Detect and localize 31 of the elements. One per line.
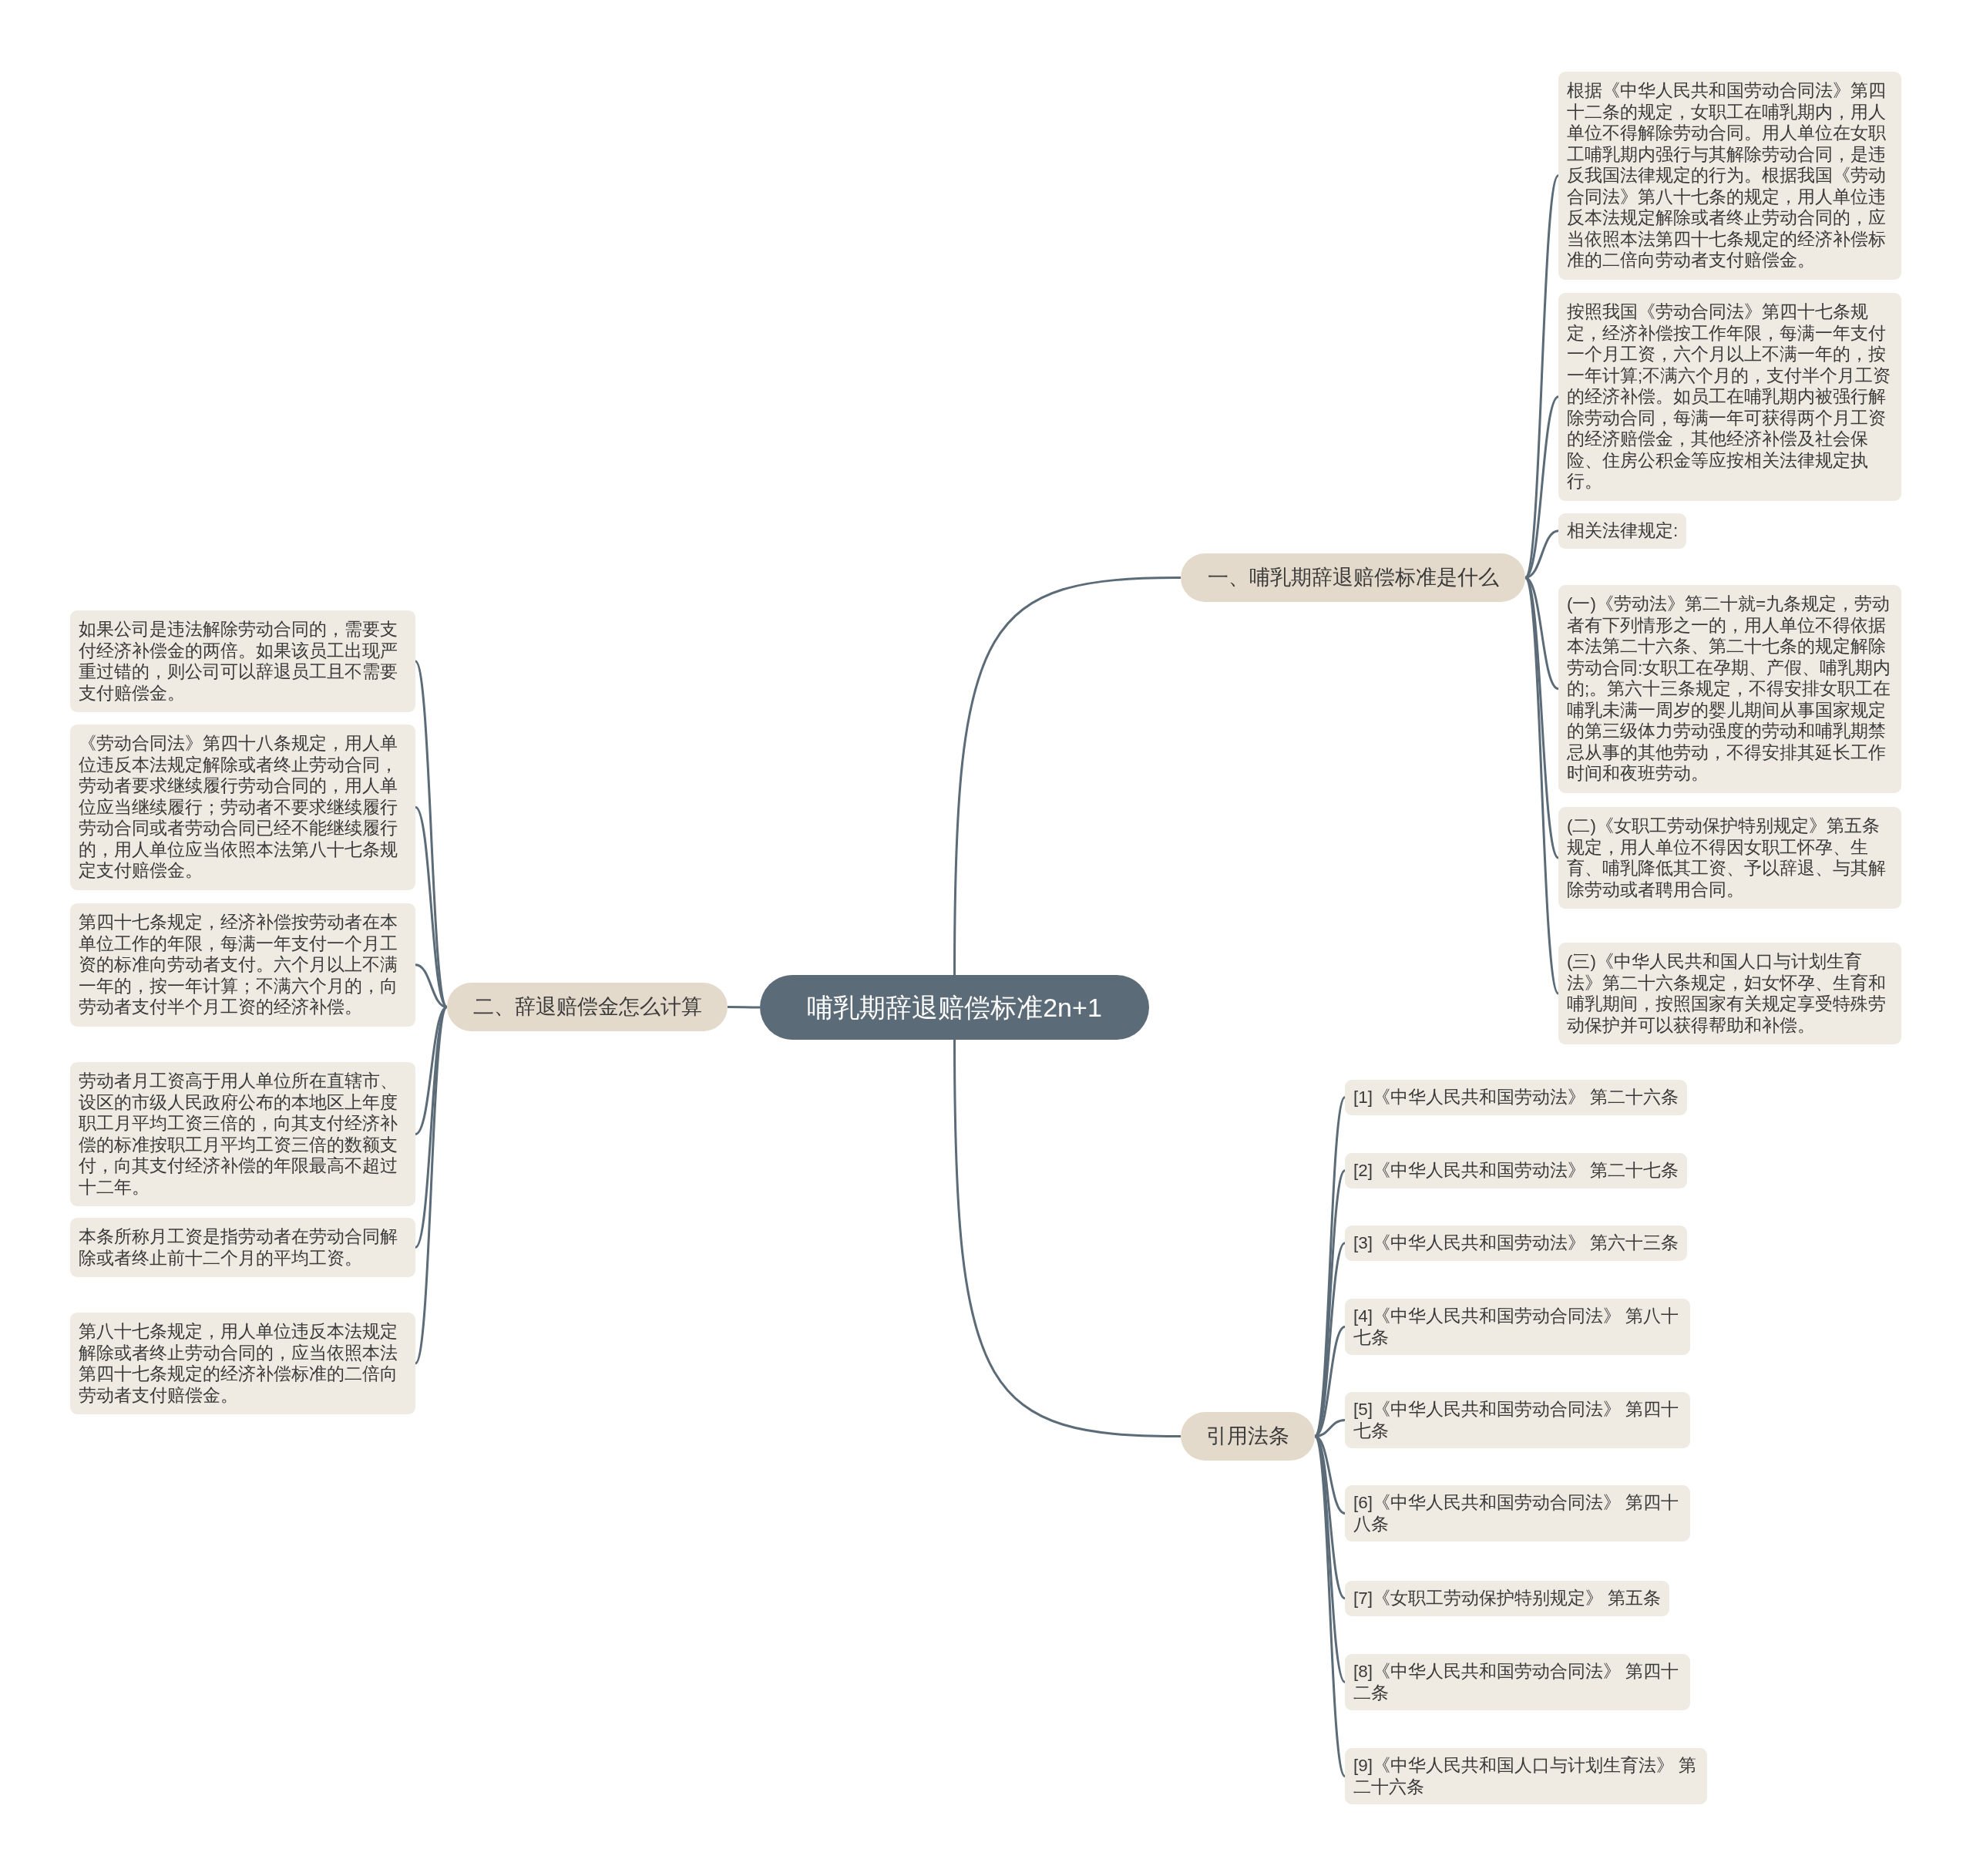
note-box: (三)《中华人民共和国人口与计划生育法》第二十六条规定，妇女怀孕、生育和哺乳期间，按照国家有关规定享受特殊劳动保护并可以获得帮助和补偿。: [1558, 943, 1901, 1044]
branch-topic: 引用法条: [1181, 1412, 1315, 1461]
connector: [414, 806, 449, 1008]
reference-box: [2]《中华人民共和国劳动法》 第二十七条: [1345, 1153, 1688, 1188]
branch-topic: 一、哺乳期辞退赔偿标准是什么: [1181, 553, 1525, 602]
note-box: 《劳动合同法》第四十八条规定，用人单位违反本法规定解除或者终止劳动合同，劳动者要求继续履行劳动合同的，用人单位应当继续履行；劳动者不要求继续履行劳动合同或者劳动合同已经不能继续履行的，用人单位应当依照本法第八十七条规定支付赔偿金。: [70, 725, 415, 890]
connector: [728, 1006, 760, 1009]
connector: [953, 1040, 1181, 1437]
reference-box: [3]《中华人民共和国劳动法》 第六十三条: [1345, 1225, 1688, 1261]
central-topic: 哺乳期辞退赔偿标准2n+1: [760, 975, 1149, 1040]
reference-box: [7]《女职工劳动保护特别规定》 第五条: [1345, 1581, 1670, 1616]
reference-box: [6]《中华人民共和国劳动合同法》 第四十八条: [1345, 1485, 1690, 1541]
note-box: 如果公司是违法解除劳动合同的，需要支付经济补偿金的两倍。如果该员工出现严重过错的，则公司可以辞退员工且不需要支付赔偿金。: [70, 610, 415, 712]
note-box: 劳动者月工资高于用人单位所在直辖市、设区的市级人民政府公布的本地区上年度职工月平均工资三倍的，向其支付经济补偿的标准按职工月平均工资三倍的数额支付，向其支付经济补偿的年限最高不超过十二年。: [70, 1062, 415, 1206]
reference-box: [5]《中华人民共和国劳动合同法》 第四十七条: [1345, 1392, 1690, 1448]
reference-box: [1]《中华人民共和国劳动法》 第二十六条: [1345, 1080, 1688, 1115]
connector: [414, 1006, 449, 1364]
reference-box: [4]《中华人民共和国劳动合同法》 第八十七条: [1345, 1299, 1690, 1355]
connector: [953, 577, 1181, 975]
note-box: (一)《劳动法》第二十就=九条规定，劳动者有下列情形之一的，用人单位不得依据本法第二十六条、第二十七条的规定解除劳动合同:女职工在孕期、产假、哺乳期内的;。第六十三条规定，不得安排女职工在哺乳未满一周岁的婴儿期间从事国家规定的第三级体力劳动强度的劳动和哺乳期禁忌从事的其他劳动，不得安排其延长工作时间和夜班劳动。: [1558, 585, 1901, 793]
reference-box: [8]《中华人民共和国劳动合同法》 第四十二条: [1345, 1654, 1690, 1710]
reference-box: [9]《中华人民共和国人口与计划生育法》 第二十六条: [1345, 1748, 1707, 1804]
note-box: (二)《女职工劳动保护特别规定》第五条规定，用人单位不得因女职工怀孕、生育、哺乳降低其工资、予以辞退、与其解除劳动或者聘用合同。: [1558, 807, 1901, 909]
connector: [1524, 577, 1560, 994]
note-box: 第八十七条规定，用人单位违反本法规定解除或者终止劳动合同的，应当依照本法第四十七条规定的经济补偿标准的二倍向劳动者支付赔偿金。: [70, 1313, 415, 1414]
note-box: 本条所称月工资是指劳动者在劳动合同解除或者终止前十二个月的平均工资。: [70, 1218, 415, 1277]
note-box: 按照我国《劳动合同法》第四十七条规定，经济补偿按工作年限，每满一年支付一个月工资，六个月以上不满一年的，按一年计算;不满六个月的，支付半个月工资的经济补偿。如员工在哺乳期内被强行解除劳动合同，每满一年可获得两个月工资的经济赔偿金，其他经济补偿及社会保险、住房公积金等应按相关法律规定执行。: [1558, 293, 1901, 501]
branch-topic: 二、辞退赔偿金怎么计算: [447, 983, 728, 1031]
reference-box: 相关法律规定:: [1558, 513, 1687, 549]
note-box: 第四十七条规定，经济补偿按劳动者在本单位工作的年限，每满一年支付一个月工资的标准向劳动者支付。六个月以上不满一年的，按一年计算；不满六个月的，向劳动者支付半个月工资的经济补偿。: [70, 903, 415, 1027]
note-box: 根据《中华人民共和国劳动合同法》第四十二条的规定，女职工在哺乳期内，用人单位不得解除劳动合同。用人单位在女职工哺乳期内强行与其解除劳动合同，是违反我国法律规定的行为。根据我国《劳动合同法》第八十七条的规定，用人单位违反本法规定解除或者终止劳动合同的，应当依照本法第四十七条规定的经济补偿标准的二倍向劳动者支付赔偿金。: [1558, 72, 1901, 280]
